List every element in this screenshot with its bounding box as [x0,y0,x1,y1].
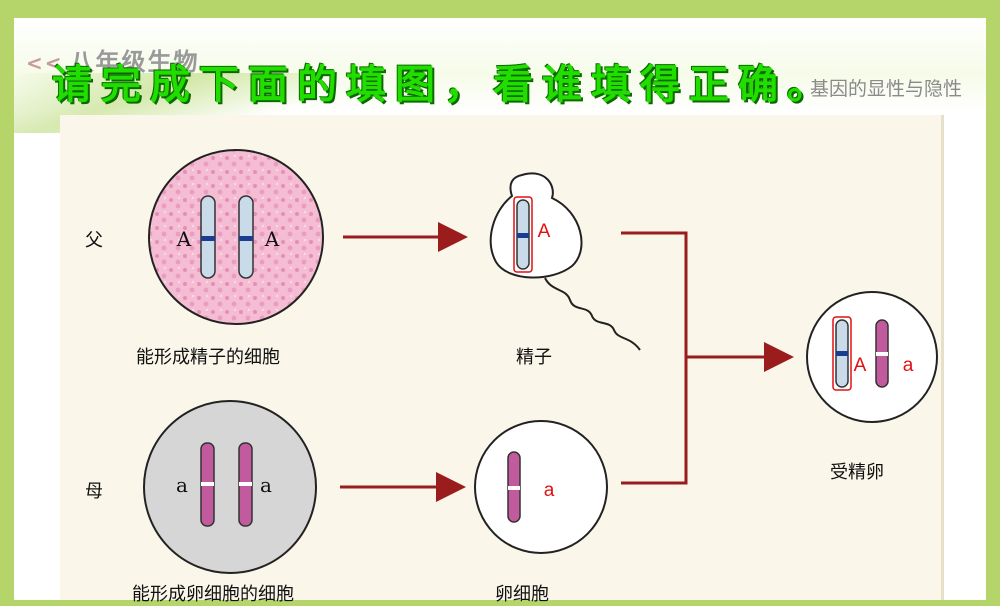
egg-caption: 卵细胞 [495,580,549,606]
gene-father-left: A [176,227,192,251]
mother-cell [144,401,316,573]
gene-zygote-left: A [854,355,867,376]
mother-chromosome-band-left [201,482,214,486]
gene-sperm: A [538,221,551,242]
father-chromosome-band-left [201,236,215,241]
egg-chromosome-band [508,486,520,490]
mother-cell-caption: 能形成卵细胞的细胞 [132,580,294,606]
zygote-caption: 受精卵 [830,458,884,484]
father-cell-caption: 能形成精子的细胞 [136,343,280,369]
zygote-chromosome-band-left [836,351,848,356]
gene-mother-left: a [176,473,188,497]
egg-cell [475,421,607,553]
zygote-chromosome-band-right [876,352,888,356]
zygote-cell [807,292,937,422]
mother-label: 母 [85,477,103,503]
gene-mother-right: a [260,473,272,497]
sperm-tail [545,278,640,350]
gene-zygote-right: a [903,355,914,376]
mother-chromosome-band-right [239,482,252,486]
father-cell [149,150,323,324]
sperm-connector [621,233,686,483]
sperm-cell [491,173,582,277]
sperm-chromosome-band [517,233,529,238]
sperm-caption: 精子 [516,343,552,369]
gene-egg: a [544,480,555,501]
father-label: 父 [85,226,103,252]
gene-father-right: A [264,227,280,251]
father-chromosome-band-right [239,236,253,241]
